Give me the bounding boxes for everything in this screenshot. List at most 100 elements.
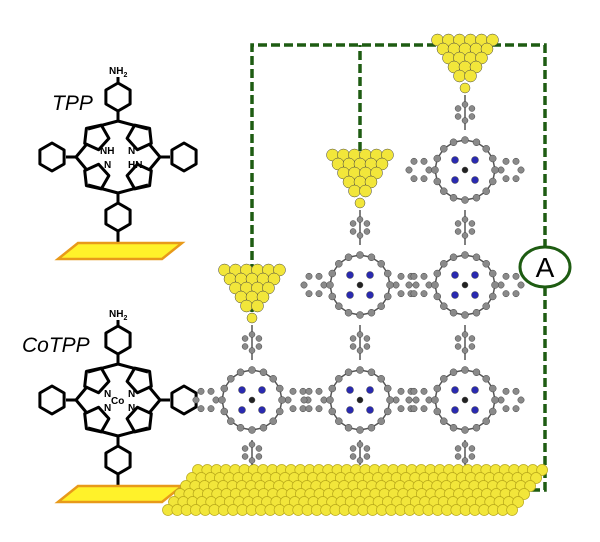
amine-text: NH <box>109 66 123 77</box>
atom-ball <box>246 312 258 324</box>
atom-ball <box>482 260 490 268</box>
atom-ball <box>346 406 354 414</box>
atom-ball <box>344 308 353 317</box>
atom-ball <box>468 453 476 460</box>
atom-ball <box>517 281 525 289</box>
atom-ball <box>472 193 481 202</box>
metal-label: Co <box>111 396 124 407</box>
atom-ball <box>433 292 442 301</box>
atom-ball <box>383 269 392 278</box>
atom-ball <box>326 281 334 289</box>
atom-ball <box>502 405 510 413</box>
atom-ball <box>420 387 428 395</box>
atom-ball <box>461 251 469 259</box>
atom-ball <box>236 423 245 432</box>
atom-ball <box>356 331 364 338</box>
atom-ball <box>349 335 357 342</box>
atom-ball <box>328 292 337 301</box>
atom-ball <box>468 335 476 342</box>
atom-ball <box>420 405 428 413</box>
atom-ball <box>472 368 481 377</box>
atom-ball <box>491 396 499 404</box>
atom-ball <box>218 396 226 404</box>
atom-ball <box>192 396 200 404</box>
atom-ball <box>440 302 448 310</box>
atom-ball <box>491 281 499 289</box>
atom-ball <box>491 166 499 174</box>
atom-ball <box>227 375 235 383</box>
atom-ball <box>238 406 246 414</box>
atom-ball <box>471 291 479 299</box>
atom-ball <box>284 396 292 404</box>
phenyl-ring <box>104 324 132 356</box>
atom-ball <box>273 263 286 277</box>
atom-ball <box>468 105 476 112</box>
atom-ball <box>461 117 469 124</box>
atom-ball <box>433 384 442 393</box>
atom-ball <box>363 343 371 350</box>
atom-ball <box>344 253 353 262</box>
atom-ball <box>461 366 469 374</box>
atom-ball <box>454 113 462 120</box>
cotpp-label: CoTPP <box>22 334 90 357</box>
atom-ball <box>440 375 448 383</box>
atom-ball <box>349 445 357 452</box>
atom-ball <box>440 417 448 425</box>
atom-ball <box>344 423 353 432</box>
atom-ball <box>367 308 376 317</box>
atom-ball <box>397 387 405 395</box>
atom-ball <box>305 405 313 413</box>
atom-ball <box>405 166 413 174</box>
atom-ball <box>300 281 308 289</box>
atom-ball <box>488 269 497 278</box>
atom-ball <box>451 156 459 164</box>
gold-pad <box>54 241 186 261</box>
atom-ball <box>259 423 268 432</box>
atom-ball <box>425 396 433 404</box>
atom-ball <box>497 396 505 404</box>
atom-ball <box>480 42 494 56</box>
atom-ball <box>367 368 376 377</box>
atom-ball <box>461 347 469 354</box>
atom-ball <box>454 105 462 112</box>
atom-ball <box>461 136 469 144</box>
atom-ball <box>512 290 520 298</box>
atom-ball <box>512 272 520 280</box>
atom-ball <box>354 197 366 209</box>
molecular-wire-1 <box>192 263 312 465</box>
atom-ball <box>328 407 337 416</box>
atom-ball <box>383 292 392 301</box>
atom-ball <box>412 396 420 404</box>
atom-ball <box>220 384 229 393</box>
atom-ball <box>335 302 343 310</box>
atom-ball <box>451 386 459 394</box>
atom-ball <box>356 251 364 259</box>
gold-atom <box>524 480 536 492</box>
atom-ball <box>482 417 490 425</box>
atom-ball <box>392 281 400 289</box>
atom-ball <box>356 232 364 239</box>
phenyl-ring <box>104 444 132 476</box>
atom-ball <box>349 220 357 227</box>
atom-ball <box>262 281 275 295</box>
atom-ball <box>278 396 286 404</box>
atom-ball <box>410 272 418 280</box>
atom-ball <box>220 407 229 416</box>
atom-ball <box>381 148 394 162</box>
atom-ball <box>326 396 334 404</box>
atom-ball <box>377 302 385 310</box>
atom-label: NH <box>100 146 114 157</box>
atom-ball <box>363 220 371 227</box>
atom-ball <box>299 387 307 395</box>
atom-ball <box>502 157 510 165</box>
atom-ball <box>468 343 476 350</box>
gold-atom <box>512 496 524 508</box>
atom-ball <box>241 335 249 342</box>
atom-ball <box>248 396 256 404</box>
atom-ball <box>488 407 497 416</box>
atom-ball <box>275 384 284 393</box>
atom-ball <box>255 453 263 460</box>
atom-ball <box>482 375 490 383</box>
